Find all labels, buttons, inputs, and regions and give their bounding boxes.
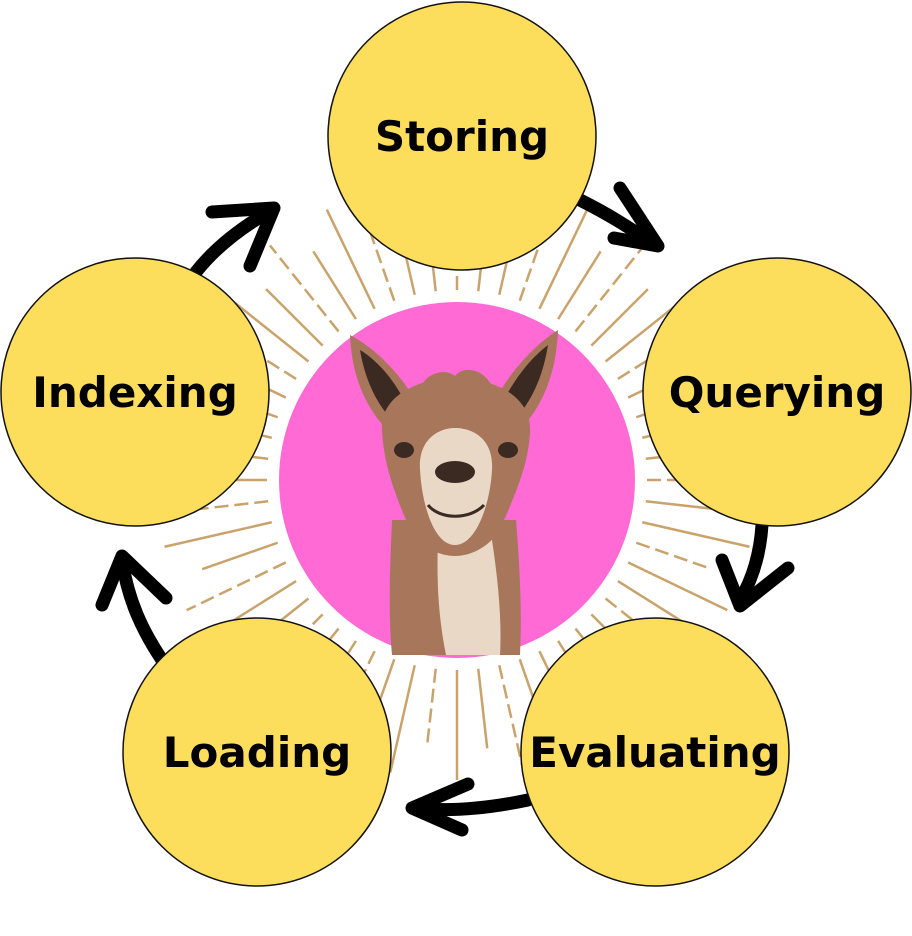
arrow-loading-to-indexing: [95, 549, 173, 667]
stage-label: Indexing: [32, 368, 238, 417]
stage-circle: [122, 617, 392, 887]
llama-tuft: [418, 369, 494, 394]
arrow-indexing-to-storing: [189, 201, 281, 279]
sunburst-ray: [268, 244, 340, 333]
sunburst-ray: [325, 209, 376, 310]
llama-illustration: [350, 330, 558, 655]
arrow-storing-to-querying: [573, 181, 665, 253]
llama-muzzle: [419, 428, 493, 545]
llama-right-eye: [498, 442, 518, 458]
stage-storing: Storing: [327, 1, 597, 271]
sunburst-ray: [627, 561, 728, 612]
sunburst-ray: [641, 521, 750, 548]
llama-left-eye: [394, 442, 414, 458]
llama-neck-front: [437, 540, 501, 655]
sunburst-ray: [186, 561, 287, 612]
stage-indexing: Indexing: [0, 257, 270, 527]
sunburst-ray: [617, 580, 687, 625]
sunburst-ray: [265, 288, 324, 347]
sunburst-ray: [590, 288, 649, 347]
sunburst-ray: [425, 668, 437, 749]
sunburst-ray: [201, 541, 279, 571]
sunburst-ray: [477, 668, 489, 749]
arrow-evaluating-to-loading: [405, 777, 535, 837]
sunburst-ray: [498, 664, 525, 773]
llama-nose: [435, 461, 475, 483]
stage-label: Evaluating: [529, 728, 781, 777]
stage-evaluating: Evaluating: [520, 617, 790, 887]
stage-circle: [520, 617, 790, 887]
sunburst-ray: [635, 541, 713, 571]
cycle-arrows: [95, 181, 795, 837]
stage-label: Storing: [375, 112, 549, 161]
stage-querying: Querying: [642, 257, 912, 527]
sunburst-ray: [389, 664, 416, 773]
stage-loading: Loading: [122, 617, 392, 887]
sunburst-ray: [366, 224, 396, 302]
stage-label: Loading: [163, 728, 351, 777]
stage-circle: [642, 257, 912, 527]
sunburst-ray: [312, 250, 357, 320]
arrow-querying-to-evaluating: [715, 518, 795, 613]
sunburst-ray: [574, 244, 646, 333]
stage-circle: [327, 1, 597, 271]
llama-mouth: [426, 503, 486, 518]
stage-label: Querying: [669, 368, 886, 417]
stage-circle: [0, 257, 270, 527]
sunburst-ray: [557, 250, 602, 320]
sunburst-ray: [538, 209, 589, 310]
sunburst-ray: [164, 521, 273, 548]
sunburst-ray: [227, 580, 297, 625]
